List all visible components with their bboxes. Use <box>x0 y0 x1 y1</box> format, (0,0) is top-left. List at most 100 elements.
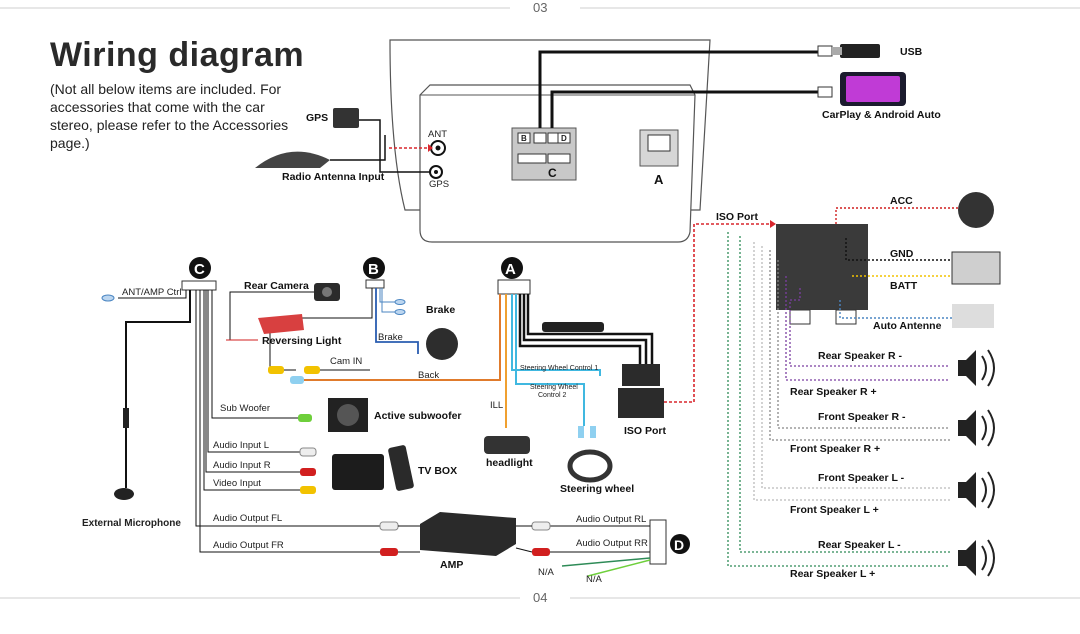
iso-tab-left <box>789 309 811 325</box>
speaker-label-3: Front Speaker R + <box>790 443 880 455</box>
page-title: Wiring diagram <box>50 36 305 74</box>
carplay-connector <box>817 86 833 98</box>
audio-input-l-plug <box>299 447 317 457</box>
acc-label: ACC <box>890 195 913 207</box>
mic-plug-icon <box>123 408 129 428</box>
audio-output-fr-label: Audio Output FR <box>213 540 284 551</box>
speaker-label-7: Rear Speaker L + <box>790 568 875 580</box>
speaker-label-1: Rear Speaker R + <box>790 386 877 398</box>
speaker-label-4: Front Speaker L - <box>818 472 905 484</box>
auto-antenne-label: Auto Antenne <box>873 320 942 332</box>
port-usb-b <box>547 132 559 144</box>
rear-camera-label: Rear Camera <box>244 280 309 292</box>
iso-port-label: ISO Port <box>716 211 759 223</box>
speaker-wires <box>727 232 950 567</box>
gps-cable <box>359 119 430 173</box>
port-usb-a <box>533 132 547 144</box>
port-b <box>517 132 531 144</box>
audio-input-r-label: Audio Input R <box>213 460 271 471</box>
shark-antenna-icon <box>255 151 330 168</box>
iso-cable-bundle <box>518 294 654 366</box>
handbrake-icon <box>426 328 458 360</box>
na-wire-2 <box>587 559 651 577</box>
camera-lens-icon <box>322 287 332 297</box>
radio-antenna-label: Radio Antenna Input <box>282 171 385 183</box>
video-input-plug <box>300 486 316 494</box>
mic-wire <box>125 290 191 410</box>
connector-c <box>181 280 217 291</box>
amp-out-rr-wire <box>515 547 533 553</box>
badge-d <box>670 534 690 554</box>
gps-port-pin <box>434 170 438 174</box>
badge-b-label: B <box>368 261 379 278</box>
audio-output-fl-plug <box>379 521 399 531</box>
usb-label: USB <box>900 46 923 58</box>
badge-c-label: C <box>194 261 205 278</box>
na-label-1: N/A <box>538 567 555 578</box>
tv-box-label: TV BOX <box>418 465 457 477</box>
port-a-label: A <box>654 172 664 187</box>
audio-input-l-label: Audio Input L <box>213 440 269 451</box>
speaker-rear-left-icon <box>958 539 995 577</box>
back-plug <box>290 376 304 384</box>
na-label-2: N/A <box>586 574 603 585</box>
steering-wheel-icon <box>567 449 613 483</box>
swc2-label-line1: Steering Wheel <box>530 384 578 391</box>
steering-wheel-label: Steering wheel <box>560 483 634 495</box>
cam-in-label: Cam IN <box>330 356 362 367</box>
page-note: (Not all below items are included. For a… <box>50 81 289 151</box>
connector-a <box>497 279 531 295</box>
harness-c-wires <box>195 290 380 553</box>
video-input-label: Video Input <box>213 478 261 489</box>
usb-cable <box>538 50 820 128</box>
swc1-wire <box>511 294 601 376</box>
audio-output-rl-label: Audio Output RL <box>576 514 646 525</box>
speaker-front-right-icon <box>958 409 995 447</box>
usb-connector <box>817 45 833 57</box>
iso-link <box>664 223 770 403</box>
port-c-right <box>547 153 571 164</box>
port-d-label: D <box>561 134 567 143</box>
tv-box-icon <box>332 454 384 490</box>
antenna-arrow-icon <box>428 144 433 152</box>
iso-tab-right <box>835 309 857 325</box>
ant-port-pin <box>435 145 441 151</box>
speaker-label-2: Front Speaker R - <box>818 411 906 423</box>
back-wire <box>294 294 501 381</box>
gps-module-label: GPS <box>306 112 328 124</box>
external-mic-label: External Microphone <box>82 518 181 529</box>
connector-b <box>365 279 385 289</box>
speaker-label-0: Rear Speaker R - <box>818 350 903 362</box>
badge-a-label: A <box>505 261 516 278</box>
gps-module-icon <box>333 108 359 128</box>
audio-input-r-plug <box>300 468 316 476</box>
badge-d-label: D <box>674 537 684 553</box>
speaker-rear-right-icon <box>958 349 995 387</box>
back-label: Back <box>418 370 439 381</box>
port-d <box>557 132 571 144</box>
ant-port-label: ANT <box>428 129 447 140</box>
headlight-label: headlight <box>486 457 533 469</box>
badge-a <box>501 257 523 279</box>
usb-stick-icon <box>840 44 880 58</box>
badge-b <box>363 257 385 279</box>
usb-stick-plug <box>832 47 842 55</box>
gnd-label: GND <box>890 248 914 260</box>
carplay-cable <box>550 90 820 128</box>
carplay-label: CarPlay & Android Auto <box>822 109 941 121</box>
swc1-label: Steering Wheel Control 1 <box>520 365 598 372</box>
cam-in-plug-male <box>304 366 320 374</box>
iso-connector-left <box>776 224 822 310</box>
microphone-icon <box>114 488 134 500</box>
audio-output-fl-label: Audio Output FL <box>213 513 282 524</box>
ant-amp-label: ANT/AMP Ctrl <box>122 287 181 298</box>
sub-woofer-label: Sub Woofer <box>220 403 270 414</box>
swc-plug-1 <box>578 426 584 438</box>
na-wire-1 <box>561 557 651 567</box>
battery-icon <box>951 251 1001 285</box>
audio-output-fr-plug <box>380 548 398 556</box>
active-subwoofer-label: Active subwoofer <box>374 410 462 422</box>
swc2-label-line2: Control 2 <box>538 392 567 399</box>
ignition-icon <box>958 192 994 228</box>
